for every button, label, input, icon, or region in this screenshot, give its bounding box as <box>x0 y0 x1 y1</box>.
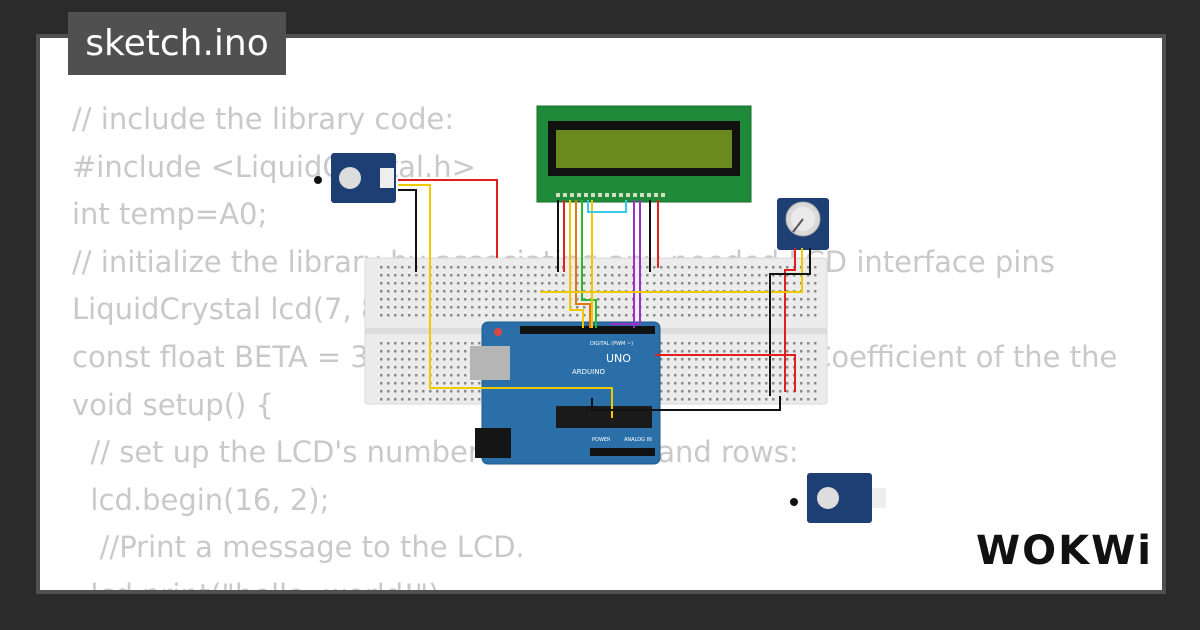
code-line: void setup() { <box>72 387 274 422</box>
uno-label: UNO <box>606 352 631 365</box>
code-line: //Print a message to the LCD. <box>72 530 525 565</box>
temperature-sensor-2 <box>790 473 886 523</box>
code-line: // include the library code: <box>72 102 455 136</box>
power-label: POWER <box>592 437 611 443</box>
temperature-sensor-1 <box>314 153 396 203</box>
arduino-uno-board: UNO ARDUINO DIGITAL (PWM ~) POWER ANALOG… <box>470 321 661 465</box>
wokwi-logo: WOKWi <box>976 528 1153 574</box>
analog-label: ANALOG IN <box>624 437 652 443</box>
code-line: lcd.begin(16, 2); <box>72 482 330 517</box>
lcd-display <box>536 105 752 203</box>
wires <box>398 179 811 418</box>
code-line: int temp=A0; <box>72 197 268 232</box>
sketch-filename-title: sketch.ino <box>68 12 286 75</box>
potentiometer <box>777 198 829 250</box>
digital-label: DIGITAL (PWM ~) <box>590 341 633 347</box>
code-line: lcd.print("hello, world!"); <box>72 572 1117 590</box>
arduino-label: ARDUINO <box>572 368 605 376</box>
